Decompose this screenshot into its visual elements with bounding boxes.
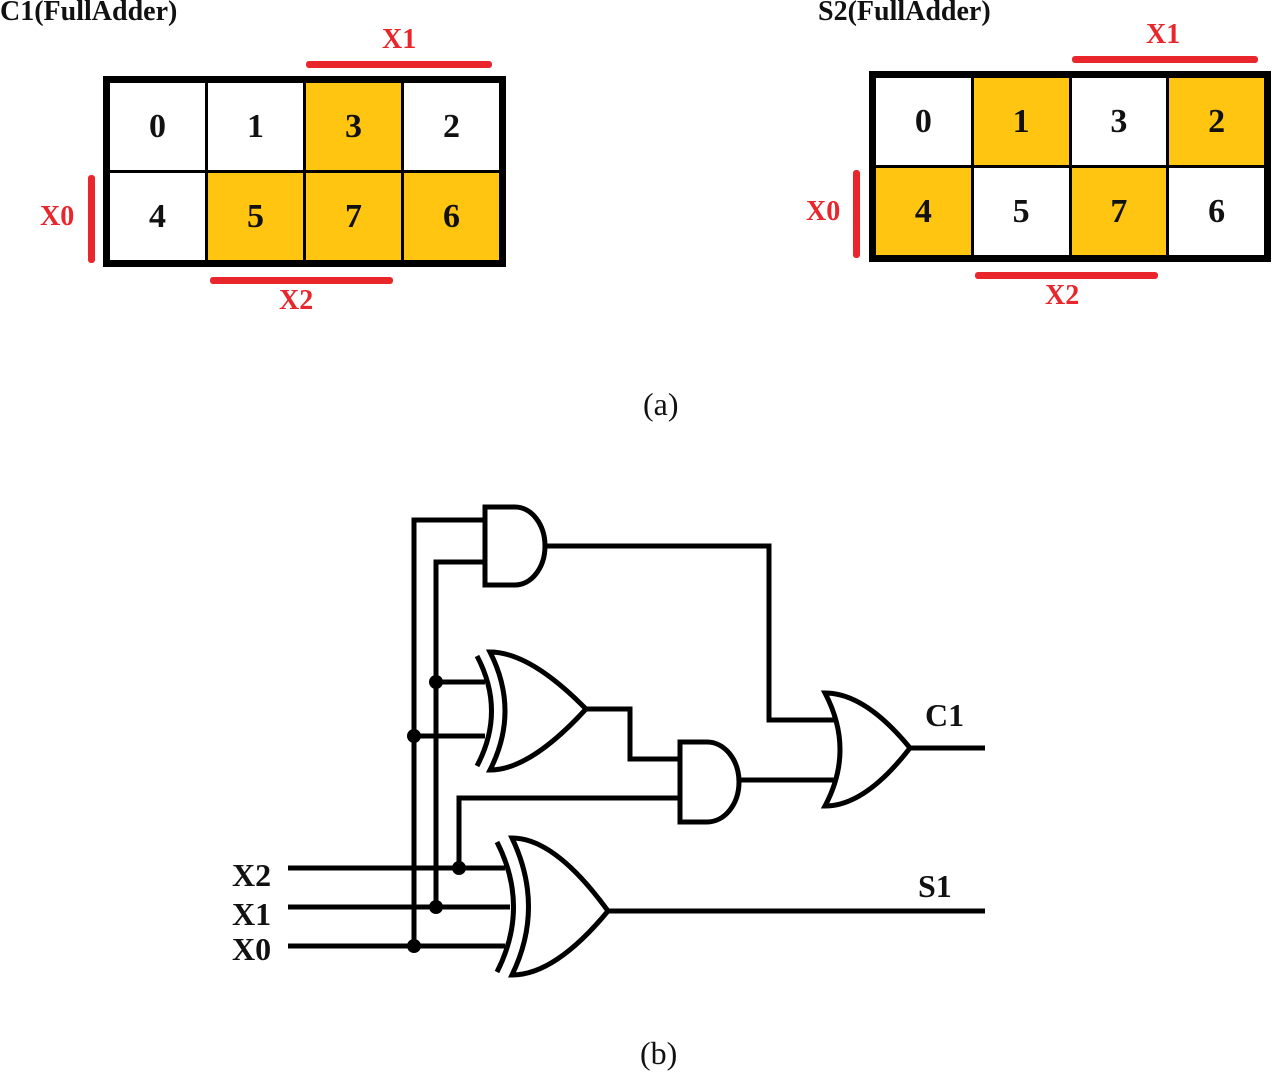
x1-label: X1 — [382, 24, 417, 55]
kmap-cell: 3 — [306, 83, 401, 170]
kmap-cell: 5 — [208, 173, 303, 260]
x2-label: X2 — [279, 285, 314, 316]
x1-marker-bar — [306, 61, 492, 68]
kmap-grid: 0 1 3 2 4 5 7 6 — [103, 76, 506, 267]
input-label-x0: X0 — [232, 931, 271, 967]
kmap-cell: 6 — [1169, 168, 1264, 255]
or-gate-c1 — [820, 690, 914, 809]
output-label-s1: S1 — [918, 868, 952, 904]
input-label-x1: X1 — [232, 896, 271, 932]
input-label-x2: X2 — [232, 857, 271, 893]
kmap-cell: 2 — [404, 83, 499, 170]
kmap-cell: 4 — [876, 168, 971, 255]
output-label-c1: C1 — [925, 697, 964, 733]
kmap-cell: 3 — [1071, 78, 1167, 165]
kmap-cell: 4 — [110, 173, 205, 260]
and-gate-middle — [677, 739, 742, 825]
and-gate-top — [482, 504, 548, 588]
x0-label: X0 — [40, 201, 75, 232]
kmap-cell: 1 — [208, 83, 303, 170]
caption-b: (b) — [640, 1035, 678, 1071]
xor-gate-bottom — [494, 835, 612, 978]
kmap-cell: 6 — [404, 173, 499, 260]
x2-label: X2 — [1045, 280, 1080, 311]
kmap-cell: 1 — [973, 78, 1069, 165]
kmap-cell: 0 — [110, 83, 205, 170]
kmap-cell: 2 — [1169, 78, 1264, 165]
x0-marker-bar — [88, 175, 95, 263]
caption-a: (a) — [643, 386, 679, 422]
x1-label: X1 — [1146, 19, 1181, 50]
kmap-grid: 0 1 3 2 4 5 7 6 — [869, 71, 1271, 262]
kmap-cell: 7 — [1071, 168, 1167, 255]
kmap-cell: 5 — [973, 168, 1069, 255]
x1-marker-bar — [1072, 56, 1258, 63]
kmap-title: C1(FullAdder) — [0, 0, 178, 27]
x2-marker-bar — [210, 277, 393, 284]
wires — [288, 517, 985, 949]
kmap-title: S2(FullAdder) — [818, 0, 991, 27]
kmap-cell: 7 — [306, 173, 401, 260]
x0-label: X0 — [806, 196, 841, 227]
x2-marker-bar — [975, 272, 1158, 279]
junction-dots — [407, 675, 466, 953]
xor-gate-middle — [474, 649, 590, 773]
x0-marker-bar — [853, 170, 860, 258]
kmap-cell: 0 — [876, 78, 971, 165]
